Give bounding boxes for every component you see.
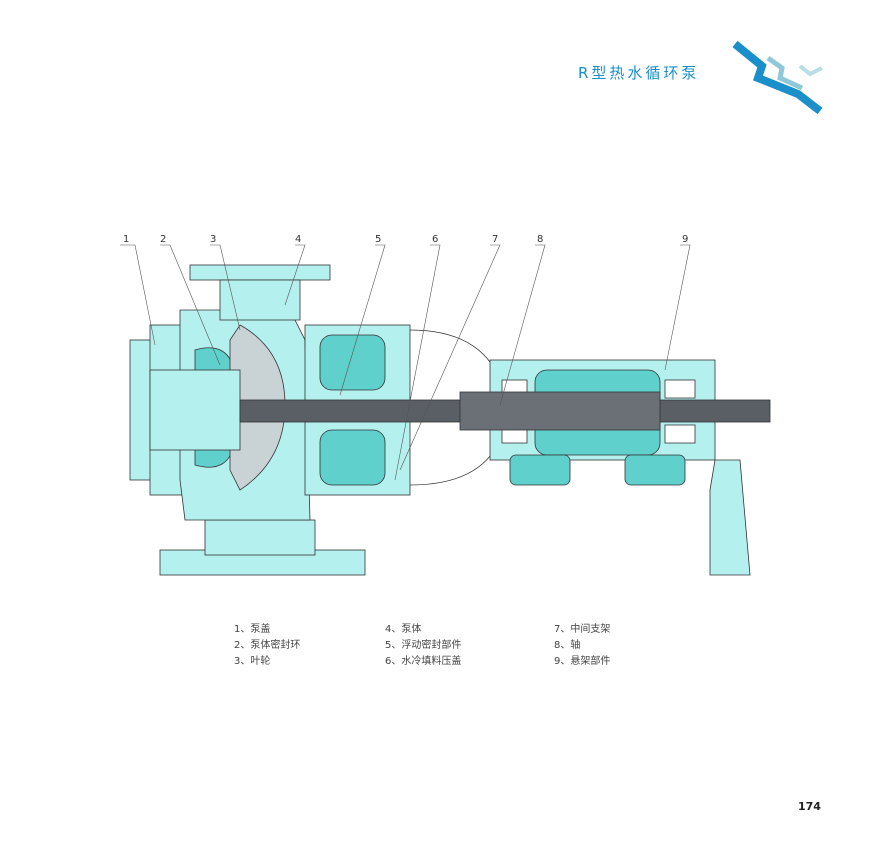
- brand-logo-icon: [732, 40, 823, 115]
- legend-item: 8、轴: [554, 640, 581, 651]
- callout-5: 5: [375, 234, 381, 245]
- callout-8: 8: [537, 234, 543, 245]
- legend-item: 2、泵体密封环: [234, 640, 301, 651]
- legend-item: 5、浮动密封部件: [385, 640, 462, 651]
- page-title: R型热水循环泵: [578, 64, 700, 82]
- legend-column-2: 4、泵体 5、浮动密封部件 6、水冷填料压盖: [385, 622, 461, 670]
- callout-6: 6: [432, 234, 438, 245]
- callout-9: 9: [682, 234, 688, 245]
- legend-item: 1、泵盖: [234, 624, 271, 635]
- legend-item: 6、水冷填料压盖: [385, 656, 462, 667]
- legend-item: 9、悬架部件: [554, 656, 611, 667]
- callout-4: 4: [295, 234, 301, 245]
- page-number: 174: [798, 800, 821, 813]
- pump-cross-section-diagram: 1 2 3 4 5 6 7 8 9: [120, 234, 771, 576]
- callout-3: 3: [210, 234, 216, 245]
- callout-7: 7: [492, 234, 498, 245]
- callout-1: 1: [123, 234, 129, 245]
- legend-column-1: 1、泵盖 2、泵体密封环 3、叶轮: [234, 622, 300, 670]
- legend-column-3: 7、中间支架 8、轴 9、悬架部件: [554, 622, 610, 670]
- legend-item: 7、中间支架: [554, 624, 611, 635]
- callout-2: 2: [160, 234, 166, 245]
- legend-item: 3、叶轮: [234, 656, 271, 667]
- legend-item: 4、泵体: [385, 624, 422, 635]
